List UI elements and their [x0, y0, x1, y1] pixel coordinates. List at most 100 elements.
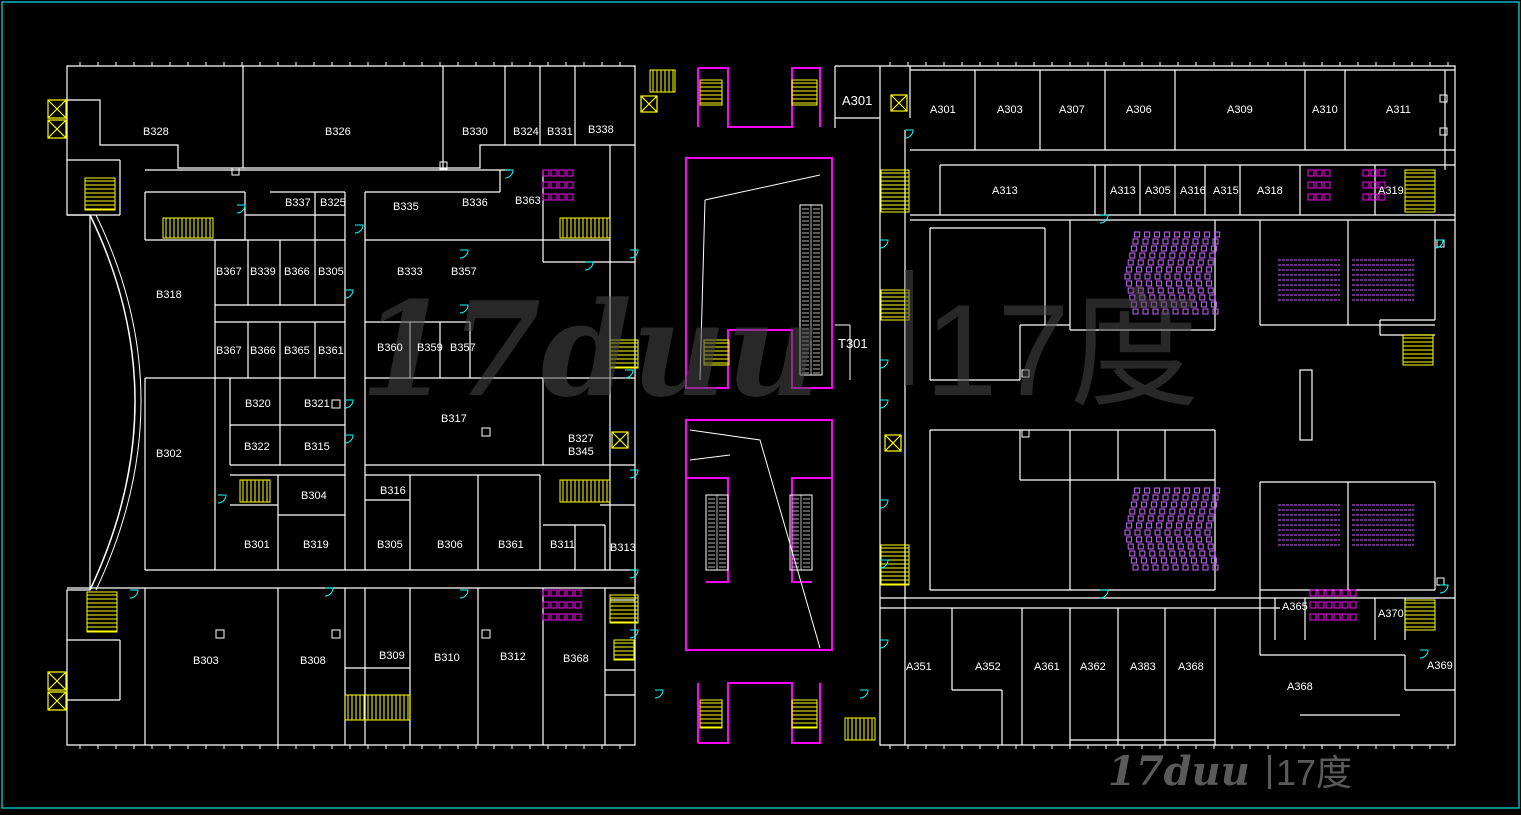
seat	[1174, 487, 1181, 494]
room-label: B368	[563, 653, 589, 665]
room-label: A305	[1145, 185, 1171, 197]
seat	[1190, 301, 1197, 308]
seat	[1139, 508, 1146, 515]
seat	[1147, 543, 1154, 550]
seat	[1172, 238, 1179, 245]
door	[459, 589, 469, 599]
seat	[1124, 273, 1131, 280]
room-label: A368	[1178, 661, 1204, 673]
seat	[1214, 231, 1221, 238]
stair	[699, 79, 723, 106]
seat	[1130, 245, 1137, 252]
seat	[1142, 564, 1149, 571]
corner-watermark-cjk: 17度	[1276, 752, 1352, 793]
seat	[1167, 287, 1174, 294]
seat	[1167, 259, 1174, 266]
seat	[1180, 301, 1187, 308]
seat	[1184, 487, 1191, 494]
seat	[1159, 550, 1166, 557]
stair	[559, 479, 611, 503]
seat	[1126, 522, 1133, 529]
seat	[1152, 494, 1159, 501]
seat	[1136, 522, 1143, 529]
seat	[1140, 245, 1147, 252]
room-label: B363	[515, 195, 541, 207]
escalator-steps	[708, 205, 820, 570]
seat	[1156, 266, 1163, 273]
toilet	[566, 181, 574, 189]
doors	[129, 129, 1449, 699]
seat	[1144, 273, 1151, 280]
room-label: B310	[434, 652, 460, 664]
seat	[1154, 273, 1161, 280]
seat	[1176, 266, 1183, 273]
room-label: A368	[1287, 681, 1313, 693]
door	[344, 289, 354, 299]
room-label: B357	[450, 342, 476, 354]
seat	[1199, 294, 1206, 301]
stair	[699, 699, 723, 729]
toilet	[1323, 193, 1331, 201]
room-label: B361	[318, 345, 344, 357]
watermark-latin: 17duu	[360, 273, 821, 426]
toilet	[1325, 589, 1333, 597]
seat	[1176, 522, 1183, 529]
toilet	[558, 169, 566, 177]
seat	[1177, 515, 1184, 522]
room-label: B311	[550, 539, 575, 551]
door	[1099, 589, 1109, 599]
toilet	[550, 169, 558, 177]
room-label: B327	[568, 433, 594, 445]
seat	[1132, 238, 1139, 245]
door	[344, 434, 354, 444]
seat	[1149, 550, 1156, 557]
seat	[1152, 308, 1159, 315]
door	[1419, 649, 1429, 659]
seat	[1174, 231, 1181, 238]
room-label: A310	[1312, 104, 1338, 116]
toilet	[550, 193, 558, 201]
door	[859, 689, 869, 699]
seat	[1137, 515, 1144, 522]
door	[459, 249, 469, 259]
stair	[1404, 169, 1436, 213]
toilet	[1349, 589, 1357, 597]
door	[236, 204, 246, 214]
seat	[1172, 494, 1179, 501]
seat	[1137, 543, 1144, 550]
toilet	[1317, 601, 1325, 609]
seat	[1134, 529, 1141, 536]
toilet	[1333, 589, 1341, 597]
room-label: B306	[437, 539, 463, 551]
seat	[1126, 280, 1133, 287]
seat	[1194, 231, 1201, 238]
stair	[162, 217, 214, 239]
seat	[1149, 508, 1156, 515]
seat	[1197, 287, 1204, 294]
theater-seating	[1124, 231, 1414, 571]
seat	[1199, 550, 1206, 557]
seat	[1180, 557, 1187, 564]
stair	[880, 169, 910, 213]
seat	[1146, 536, 1153, 543]
room-label: B305	[318, 266, 344, 278]
seat	[1130, 501, 1137, 508]
seat	[1207, 287, 1214, 294]
seat	[1152, 238, 1159, 245]
seat	[1196, 266, 1203, 273]
seat	[1157, 543, 1164, 550]
seat	[1210, 301, 1217, 308]
toilet	[550, 613, 558, 621]
seat	[1129, 252, 1136, 259]
room-label: A370	[1378, 608, 1404, 620]
room-label: B366	[250, 345, 276, 357]
room-label: B361	[498, 539, 524, 551]
seat	[1207, 515, 1214, 522]
room-label: B339	[250, 266, 276, 278]
seat	[1212, 494, 1219, 501]
seat	[1160, 557, 1167, 564]
seat	[1139, 252, 1146, 259]
toilet	[1378, 193, 1386, 201]
door	[624, 369, 634, 379]
room-label: A316	[1180, 185, 1206, 197]
